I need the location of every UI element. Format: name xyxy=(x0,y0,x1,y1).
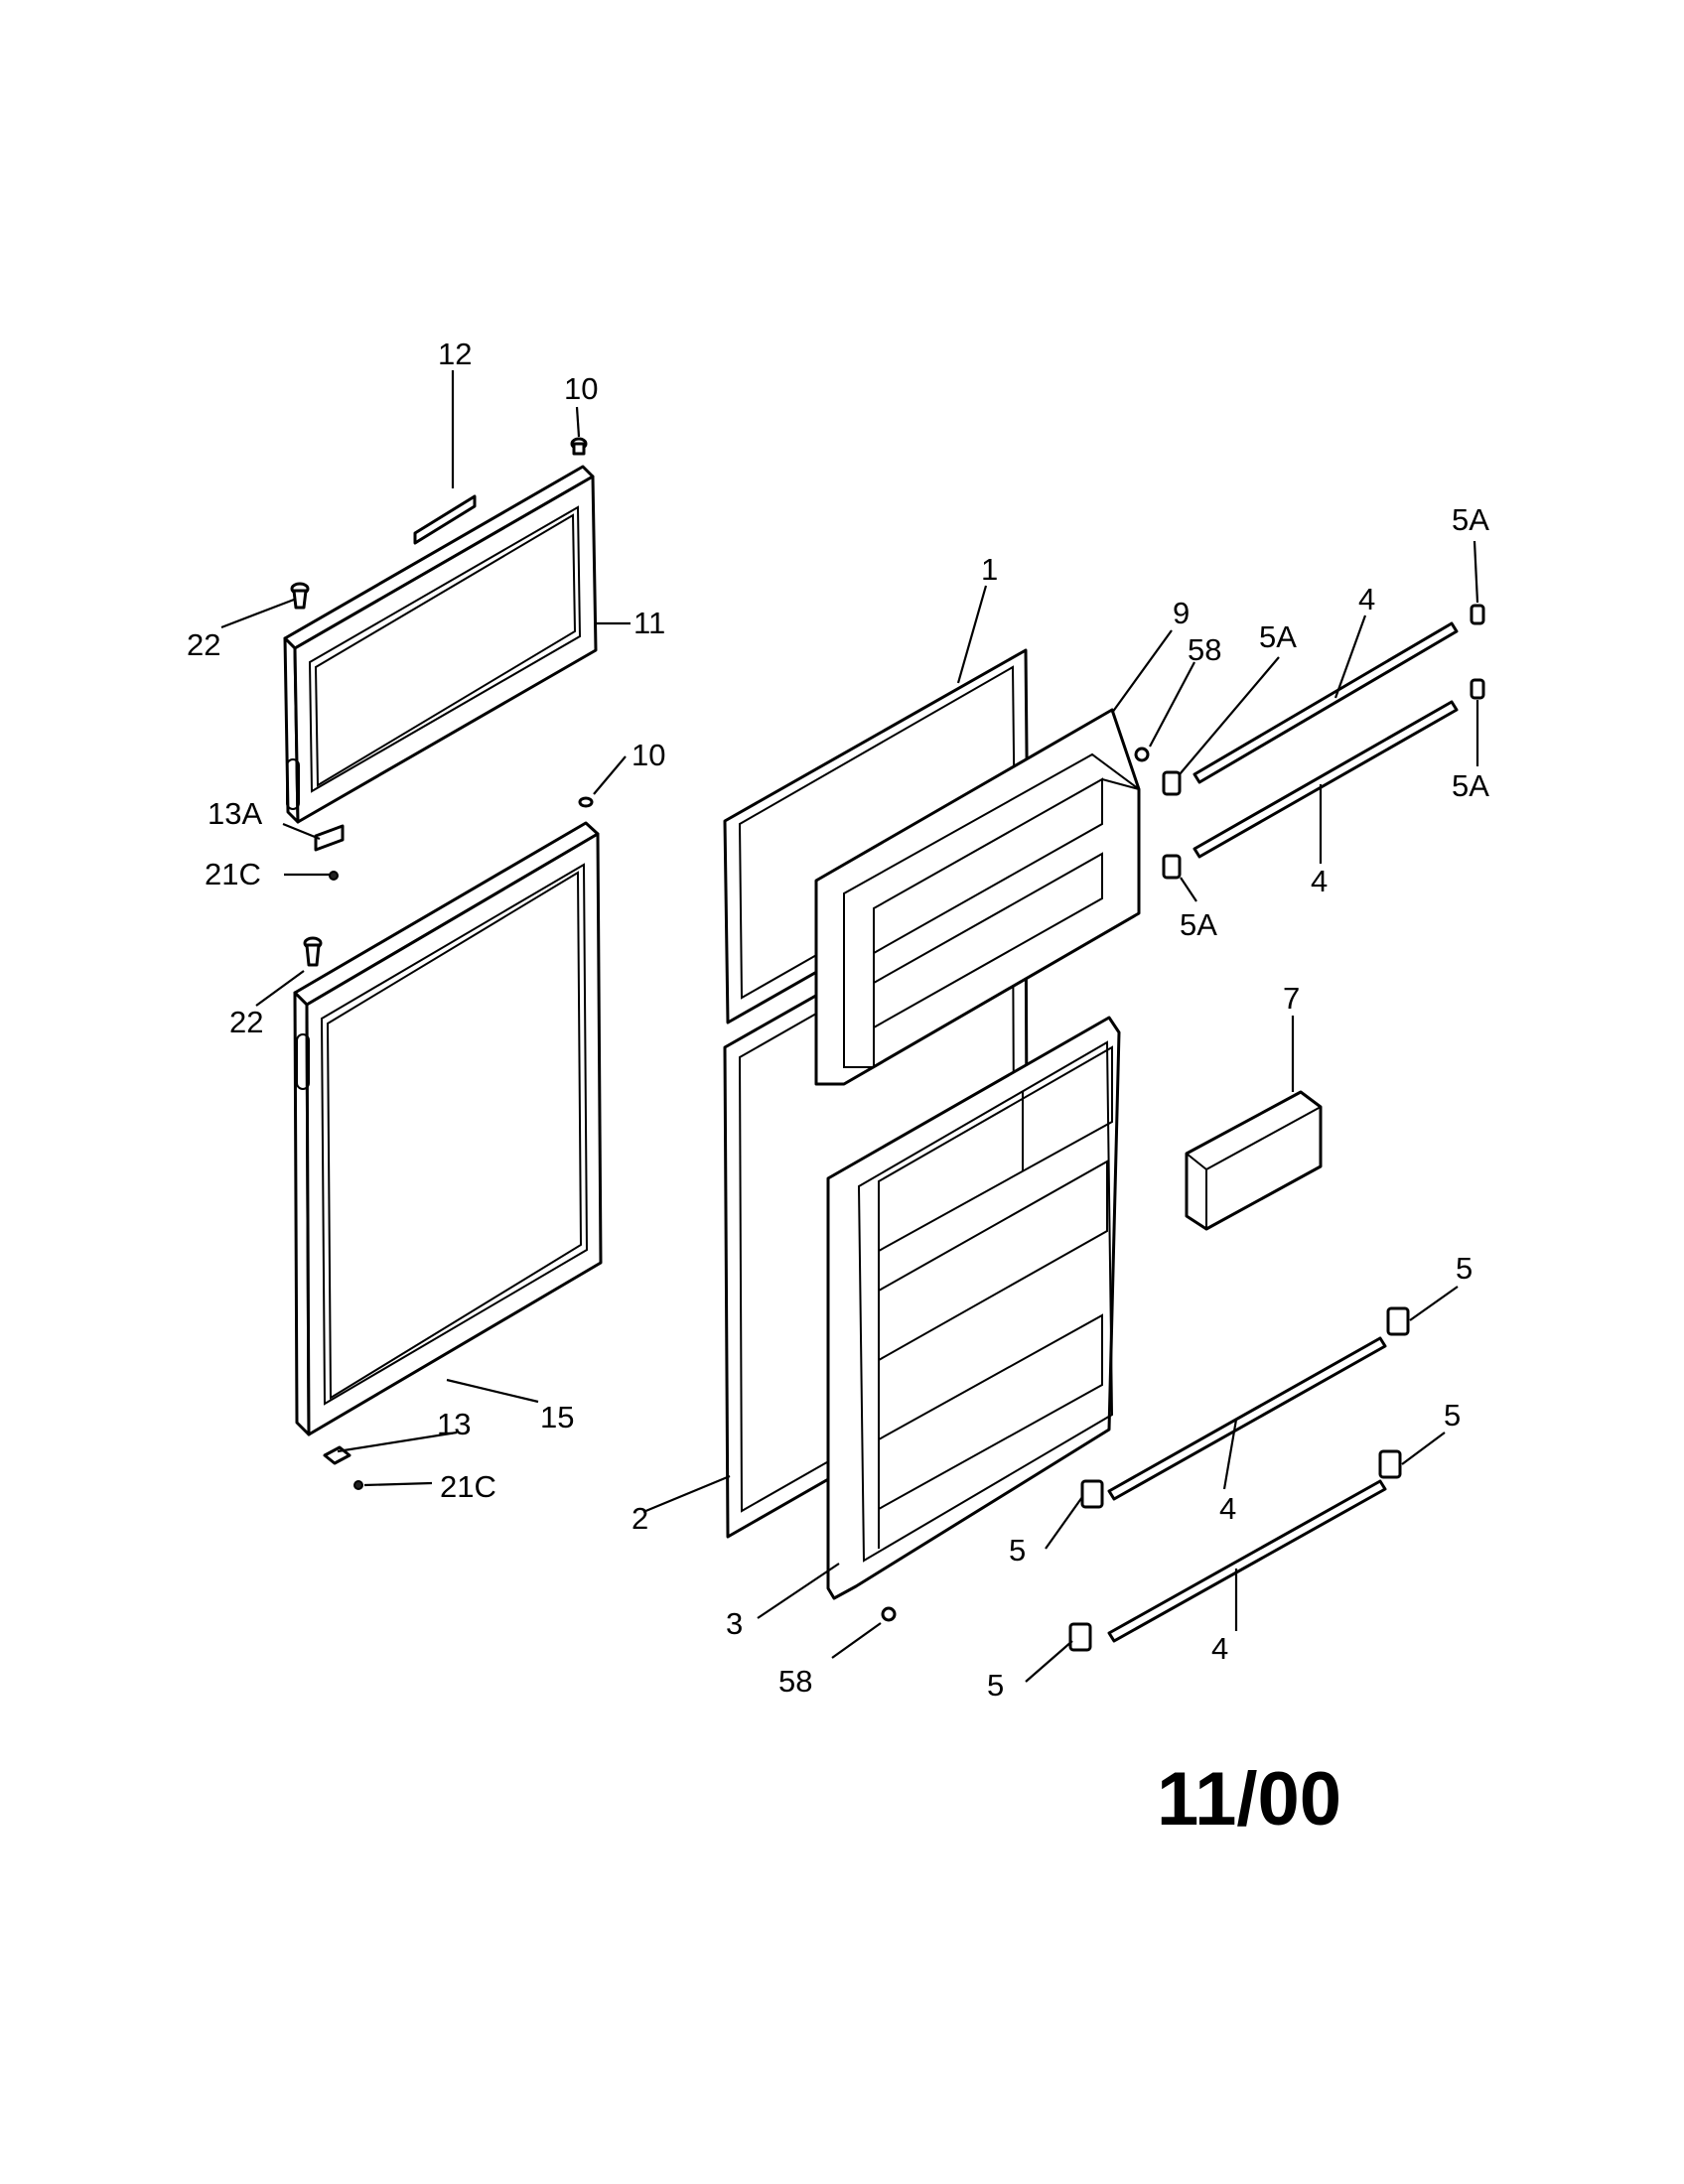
leader-lines xyxy=(220,370,1479,1683)
door-handle xyxy=(1185,1090,1323,1231)
end-cap-5A-3 xyxy=(1470,604,1485,625)
screw-21C-top xyxy=(329,871,339,881)
hinge-pin-top xyxy=(570,437,588,456)
screw-21C-bottom xyxy=(353,1480,363,1490)
callout-5-a: 5 xyxy=(1456,1251,1473,1286)
freezer-door-panel xyxy=(283,465,598,824)
callout-1: 1 xyxy=(981,552,998,587)
fresh-food-door-panel xyxy=(293,821,603,1436)
callout-5A-right-top: 5A xyxy=(1452,502,1489,537)
callout-5A-center: 5A xyxy=(1259,619,1297,654)
callout-21C-top: 21C xyxy=(205,857,261,891)
callout-5-d: 5 xyxy=(987,1668,1004,1703)
fresh-food-door-liner xyxy=(826,1016,1121,1600)
hinge-cover-13A xyxy=(314,824,345,852)
callout-11: 11 xyxy=(633,606,665,640)
callout-13A: 13A xyxy=(208,796,262,831)
end-cap-5A-2 xyxy=(1162,854,1182,880)
callout-4-top: 4 xyxy=(1358,582,1375,616)
callout-2: 2 xyxy=(632,1501,648,1536)
trim-strip-freezer-top xyxy=(1193,621,1459,784)
callout-labels: 12 10 22 11 10 13A 21C 22 15 13 21C 1 9 … xyxy=(187,337,1489,1703)
end-cap-5-1 xyxy=(1386,1306,1410,1336)
end-cap-5-2 xyxy=(1080,1479,1104,1509)
end-cap-5-3 xyxy=(1378,1449,1402,1479)
callout-58-top: 58 xyxy=(1188,632,1221,667)
nameplate xyxy=(413,494,477,545)
callout-3: 3 xyxy=(726,1606,743,1641)
callout-4-third: 4 xyxy=(1219,1491,1236,1526)
callout-13: 13 xyxy=(437,1407,471,1441)
callout-21C-bottom: 21C xyxy=(440,1469,496,1504)
callout-5A-right-bottom: 5A xyxy=(1452,768,1489,803)
trim-strip-fresh-top xyxy=(1107,1336,1387,1501)
screw-58-top xyxy=(1134,747,1150,762)
callout-58-bottom: 58 xyxy=(778,1664,812,1699)
callout-5A-lower: 5A xyxy=(1180,907,1217,942)
callout-4-fourth: 4 xyxy=(1211,1631,1228,1666)
callout-12: 12 xyxy=(438,337,472,371)
revision-date: 11/00 xyxy=(1157,1757,1341,1842)
callout-7: 7 xyxy=(1283,981,1300,1016)
callout-22-mid: 22 xyxy=(229,1005,263,1039)
end-cap-5-4 xyxy=(1068,1622,1092,1652)
callout-15: 15 xyxy=(540,1400,574,1434)
freezer-door-liner xyxy=(814,708,1141,1086)
callout-5-c: 5 xyxy=(1009,1533,1026,1568)
callout-4-second: 4 xyxy=(1311,864,1328,898)
screw-58-bottom xyxy=(881,1606,897,1622)
callout-10-mid: 10 xyxy=(632,738,665,772)
plug-button-top xyxy=(290,582,310,610)
hinge-pin-mid xyxy=(578,796,594,808)
end-cap-5A-4 xyxy=(1470,678,1485,700)
callout-5-b: 5 xyxy=(1444,1398,1461,1433)
plug-button-mid xyxy=(303,936,323,967)
trim-strip-freezer-bottom xyxy=(1193,700,1459,859)
callout-9: 9 xyxy=(1173,596,1190,630)
callout-10-top: 10 xyxy=(564,371,598,406)
trim-strip-fresh-bottom xyxy=(1107,1479,1387,1643)
end-cap-5A-1 xyxy=(1162,770,1182,796)
callout-22-top: 22 xyxy=(187,627,220,662)
